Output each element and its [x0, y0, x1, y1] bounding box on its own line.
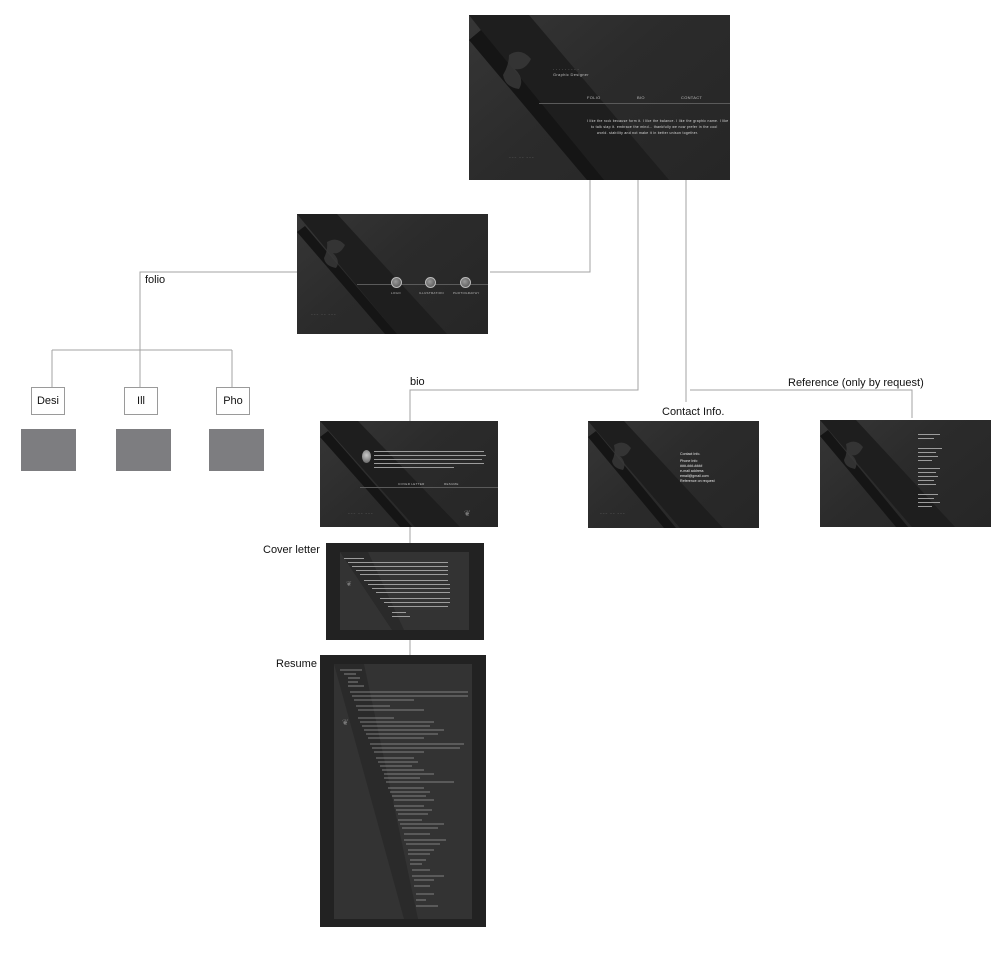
home-tagline-1: I like the rock because form it. I like …	[587, 119, 729, 123]
cover-letter-page-thumbnail: ❦	[326, 543, 484, 640]
reference-text-line	[918, 506, 932, 507]
reference-label: Reference (only by request)	[788, 377, 924, 389]
letter-text-line	[388, 606, 448, 607]
resume-mark-icon: ❦	[342, 718, 349, 727]
bio-mark-icon: ❦	[464, 509, 471, 518]
folio-signature: ~~~ ~~ ~~~	[311, 312, 337, 316]
bio-portrait	[362, 450, 371, 463]
category-illustration-box[interactable]: Ill	[124, 387, 158, 415]
home-name: · · · · · · · · ·	[553, 67, 579, 72]
resume-sheet: ❦	[334, 664, 472, 919]
photography-icon[interactable]	[460, 277, 471, 288]
contact-page-thumbnail: Contact Info. Phone Info ###-###-#### e-…	[588, 421, 759, 528]
contact-line-3: e-mail address	[680, 469, 704, 473]
letter-text-line	[392, 616, 410, 617]
bio-text-line	[374, 455, 486, 456]
category-photography-box[interactable]: Pho	[216, 387, 250, 415]
reference-text-line	[918, 452, 936, 453]
reference-text-line	[918, 434, 940, 435]
contact-heading: Contact Info.	[680, 452, 701, 456]
letter-text-line	[360, 574, 448, 575]
contact-line-5: Reference on request	[680, 479, 715, 483]
letter-text-line	[364, 580, 448, 581]
diagonal-wedge-graphic	[297, 214, 488, 334]
contact-signature: ~~~ ~~ ~~~	[600, 511, 626, 515]
reference-text-line	[918, 502, 940, 503]
folio-nav-rule	[357, 284, 488, 285]
reference-text-line	[918, 448, 942, 449]
illustration-gallery-placeholder	[116, 429, 171, 471]
cover-letter-label: Cover letter	[263, 544, 320, 556]
letter-text-line	[372, 588, 450, 589]
logo-icon[interactable]	[391, 277, 402, 288]
home-signature: ~~~ ~~ ~~~	[509, 155, 535, 159]
letter-text-line	[352, 566, 448, 567]
reference-text-line	[918, 460, 932, 461]
nav-bio-link[interactable]: BIO	[637, 95, 645, 100]
nav-folio-link[interactable]: FOLIO	[587, 95, 601, 100]
contact-email-link[interactable]: email@gmail.com	[680, 474, 709, 478]
letter-text-line	[348, 562, 448, 563]
folio-label: folio	[145, 274, 166, 286]
bio-text-line	[374, 467, 454, 468]
letter-text-line	[368, 584, 450, 585]
home-tagline-3: world. stability and not make it in bett…	[597, 131, 699, 135]
bio-text-line	[374, 451, 484, 452]
design-gallery-placeholder	[21, 429, 76, 471]
bio-nav-rule	[360, 487, 498, 488]
bio-text-line	[374, 459, 482, 460]
illustration-icon[interactable]	[425, 277, 436, 288]
resume-link[interactable]: RESUME	[444, 482, 459, 486]
reference-text-line	[918, 468, 940, 469]
contact-line-2: ###-###-####	[680, 464, 703, 468]
logo-label: LOGO	[391, 291, 401, 295]
bio-label: bio	[410, 376, 425, 388]
letter-text-line	[392, 612, 406, 613]
category-design-box[interactable]: Desi	[31, 387, 65, 415]
cover-letter-link[interactable]: COVER LETTER	[398, 482, 425, 486]
bio-page-thumbnail: COVER LETTER RESUME ❦ ~~~ ~~ ~~~	[320, 421, 498, 527]
reference-text-line	[918, 476, 938, 477]
reference-page-thumbnail	[820, 420, 991, 527]
folio-page-thumbnail: LOGO ILLUSTRATION PHOTOGRAPHY ~~~ ~~ ~~~	[297, 214, 488, 334]
reference-text-line	[918, 456, 938, 457]
diagonal-wedge-graphic	[469, 15, 730, 180]
photography-gallery-placeholder	[209, 429, 264, 471]
letter-text-line	[376, 592, 450, 593]
nav-contact-link[interactable]: CONTACT	[681, 95, 703, 100]
letter-text-line	[380, 598, 450, 599]
reference-text-line	[918, 438, 934, 439]
home-subtitle: Graphic Designer	[553, 72, 589, 77]
letter-text-line	[344, 558, 364, 559]
bio-signature: ~~~ ~~ ~~~	[348, 511, 374, 515]
home-tagline-2: to talk slap it. embrace the mind... tha…	[591, 125, 718, 129]
letter-mark-icon: ❦	[346, 581, 352, 588]
resume-label: Resume	[276, 658, 317, 670]
diagonal-wedge-graphic	[320, 421, 498, 527]
contact-label: Contact Info.	[662, 406, 725, 418]
diagonal-wedge-graphic	[820, 420, 991, 527]
letter-text-line	[356, 570, 448, 571]
reference-text-line	[918, 498, 934, 499]
reference-text-line	[918, 484, 936, 485]
bio-text-line	[374, 463, 484, 464]
photography-label: PHOTOGRAPHY	[453, 291, 480, 295]
reference-text-line	[918, 494, 938, 495]
resume-page-thumbnail: ❦	[320, 655, 486, 927]
illustration-label: ILLUSTRATION	[419, 291, 444, 295]
letter-text-line	[384, 602, 450, 603]
reference-text-line	[918, 480, 934, 481]
diagonal-wedge-graphic	[588, 421, 759, 528]
home-page-thumbnail: · · · · · · · · · Graphic Designer FOLIO…	[469, 15, 730, 180]
contact-line-1: Phone Info	[680, 459, 698, 463]
reference-text-line	[918, 472, 936, 473]
cover-letter-sheet: ❦	[340, 552, 469, 630]
home-nav-rule	[539, 103, 730, 104]
